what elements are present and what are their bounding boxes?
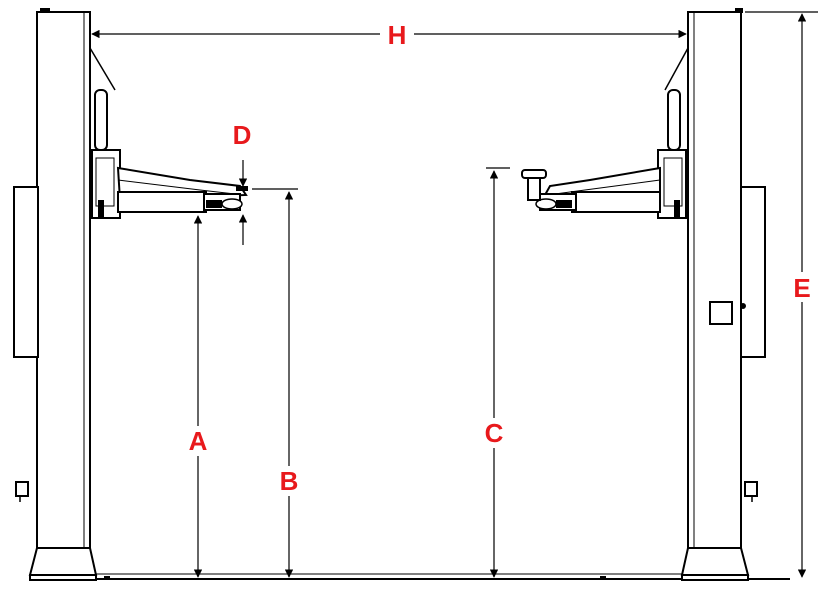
label-h: H	[388, 20, 407, 50]
label-c: C	[485, 418, 504, 448]
right-column	[680, 8, 766, 581]
left-column	[13, 8, 98, 581]
dimension-labels: H E A B C D	[182, 20, 818, 496]
label-b: B	[280, 466, 299, 496]
label-d: D	[233, 120, 252, 150]
floor-base	[30, 573, 790, 580]
left-lift-arm	[89, 47, 248, 219]
right-lift-arm	[521, 47, 689, 219]
label-a: A	[189, 426, 208, 456]
label-e: E	[793, 273, 810, 303]
